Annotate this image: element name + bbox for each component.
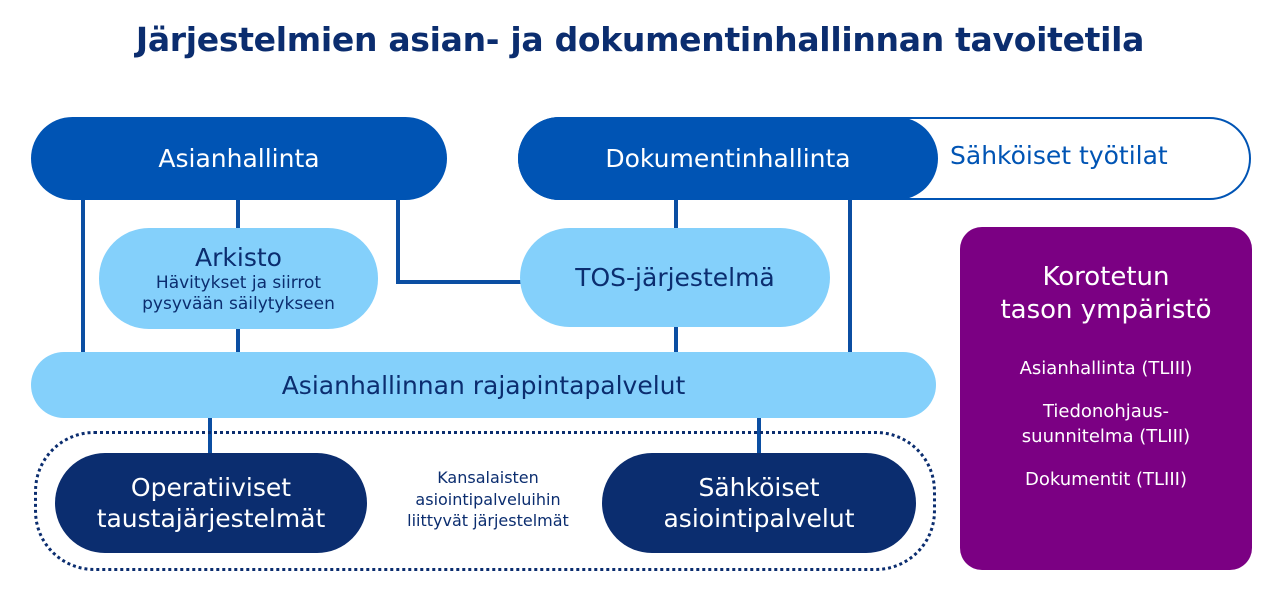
connector-line <box>81 195 85 355</box>
node-dokumentinhallinta: Dokumentinhallinta <box>518 117 938 200</box>
node-label: Asianhallinnan rajapintapalvelut <box>281 370 686 400</box>
node-sahkoiset-asiointipalvelut: Sähköiset asiointipalvelut <box>602 453 916 553</box>
node-subtitle: Hävitykset ja siirrot <box>155 272 322 293</box>
connector-line <box>208 415 212 457</box>
box-item: Asianhallinta (TLIII) <box>1019 358 1193 379</box>
node-label: Sähköiset työtilat <box>950 141 1168 170</box>
connector-line <box>757 415 761 457</box>
node-arkisto: Arkisto Hävitykset ja siirrot pysyvään s… <box>99 228 378 329</box>
box-title: Korotetun tason ympäristö <box>1000 262 1212 325</box>
connector-line <box>848 198 852 355</box>
node-label: Dokumentinhallinta <box>605 144 851 173</box>
connector-line <box>236 325 240 355</box>
node-rajapintapalvelut: Asianhallinnan rajapintapalvelut <box>31 352 936 418</box>
node-subtitle: pysyvään säilytykseen <box>142 294 335 315</box>
label-kansalaisten: Kansalaisten asiointipalveluihin liittyv… <box>407 468 569 531</box>
box-item: Dokumentit (TLIII) <box>1025 469 1187 491</box>
node-tos-jarjestelma: TOS-järjestelmä <box>520 228 830 327</box>
connector-line <box>674 325 678 355</box>
connector-line <box>396 195 400 283</box>
connector-line <box>674 198 678 230</box>
node-label: TOS-järjestelmä <box>575 263 775 292</box>
node-operatiiviset-taustajarjestelmat: Operatiiviset taustajärjestelmät <box>55 453 367 553</box>
box-item: Tiedonohjaus- suunnitelma (TLIII) <box>1021 401 1191 448</box>
node-label: Asianhallinta <box>158 144 320 173</box>
node-asianhallinta: Asianhallinta <box>31 117 447 200</box>
connector-line <box>396 280 526 284</box>
page-title: Järjestelmien asian- ja dokumentinhallin… <box>135 20 1145 59</box>
connector-line <box>236 195 240 230</box>
node-title: Arkisto <box>195 242 282 272</box>
node-korotetun-tason-ymparisto: Korotetun tason ympäristö Asianhallinta … <box>960 227 1252 570</box>
group-kansalaisten-asiointi <box>34 431 936 571</box>
